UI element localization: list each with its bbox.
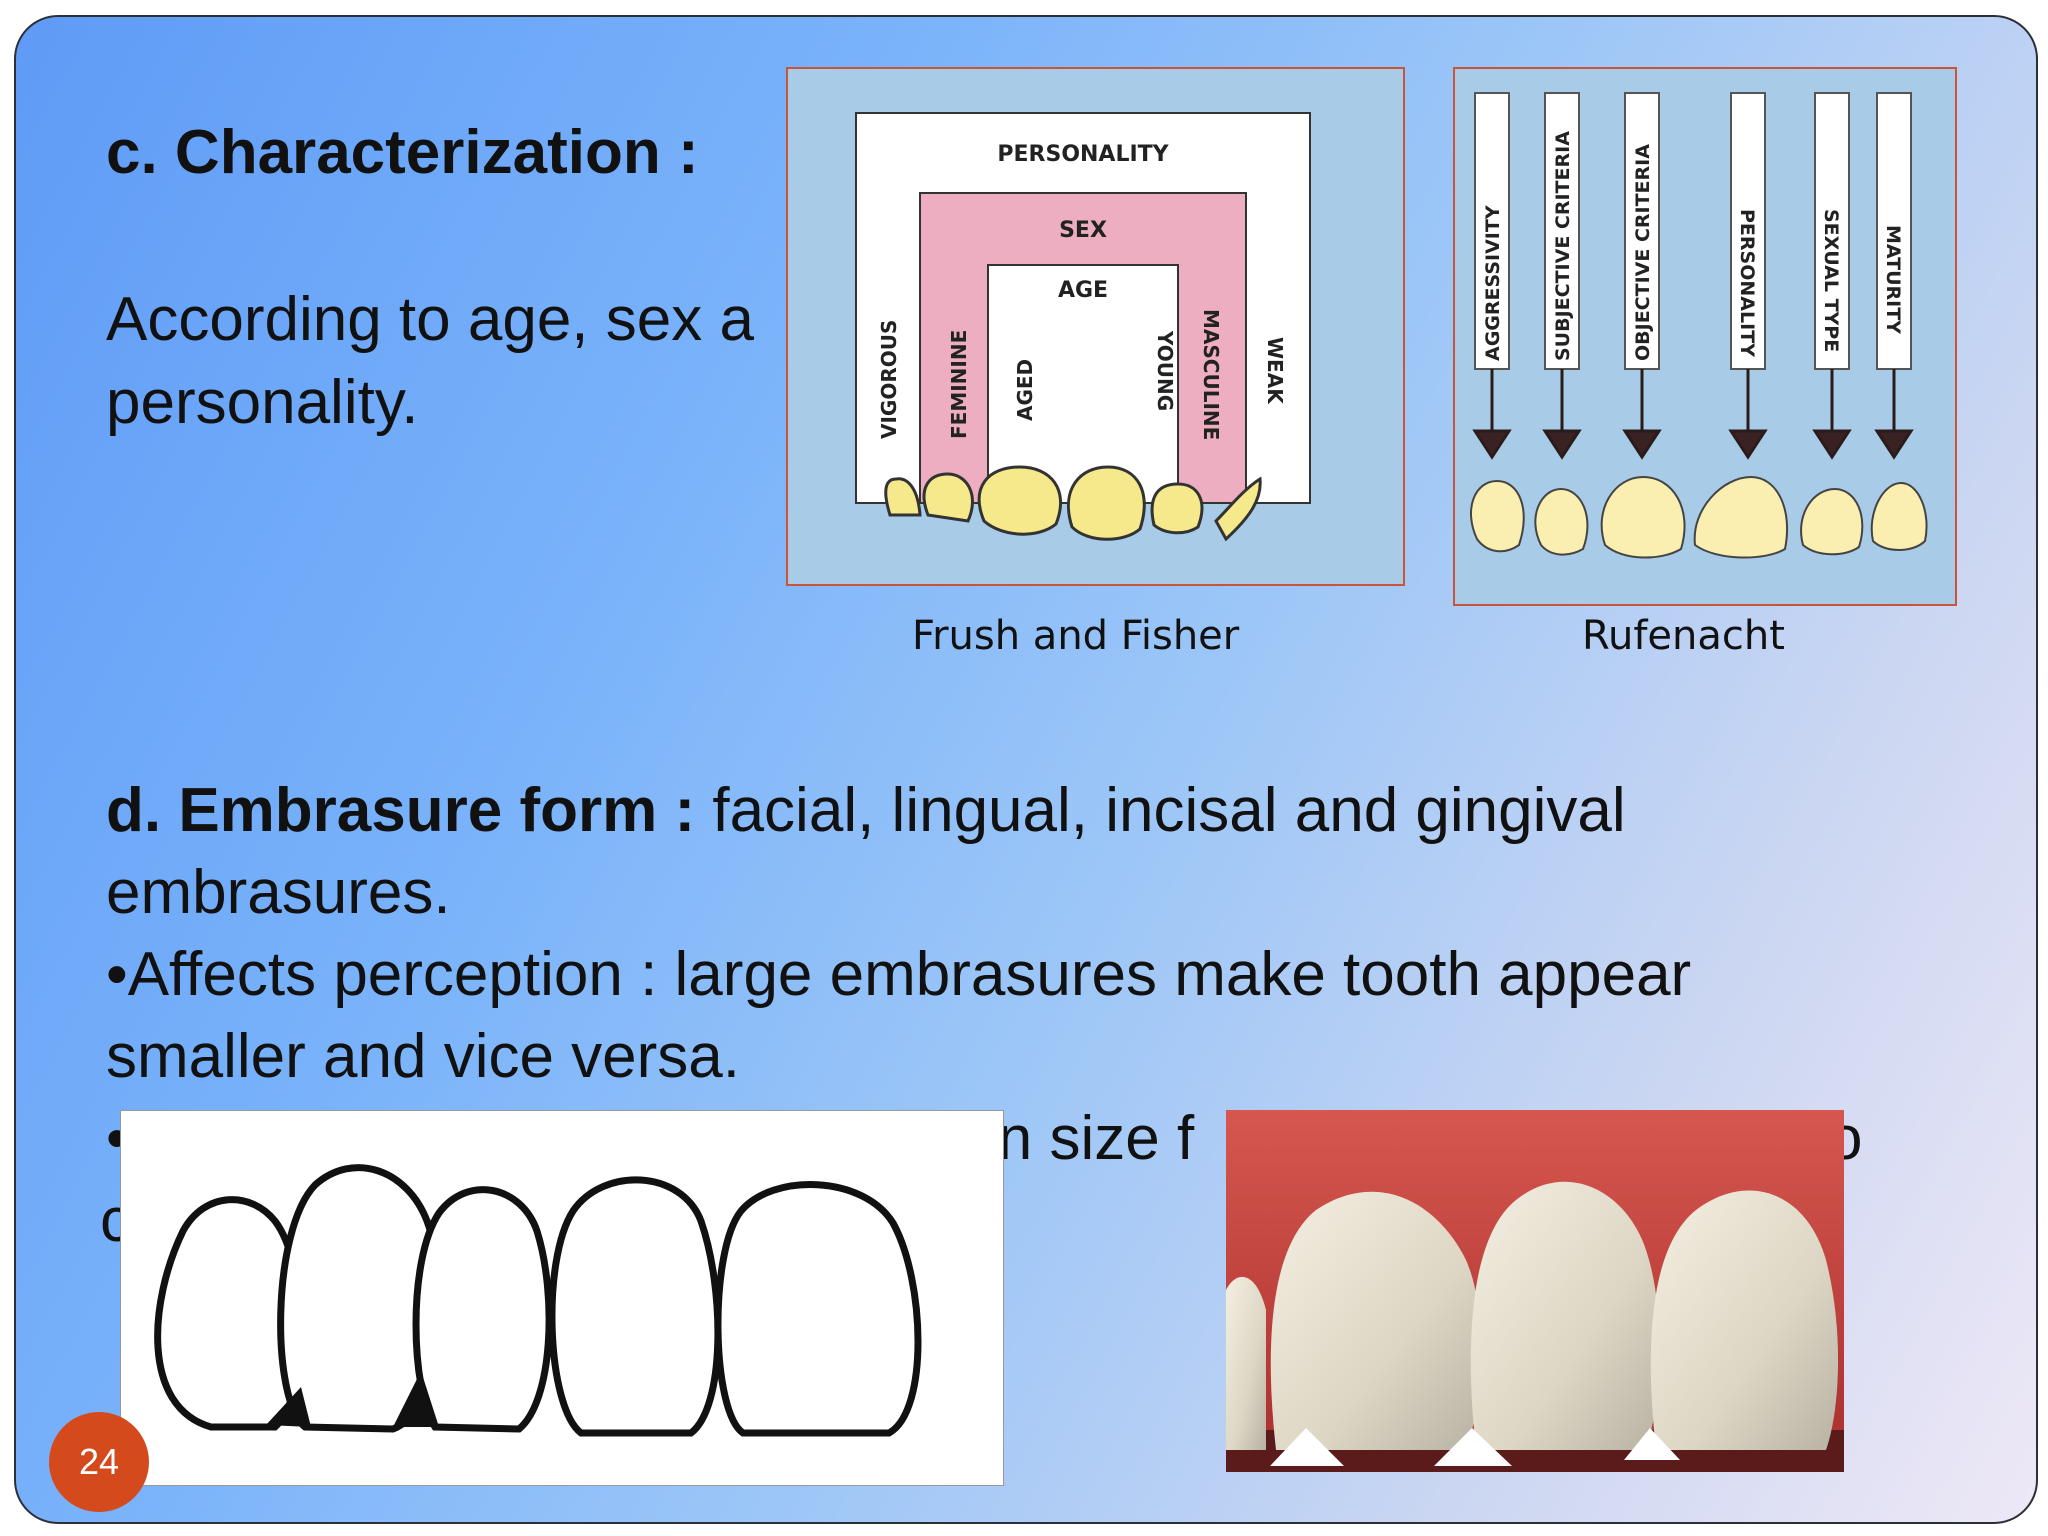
label-aged: AGED xyxy=(1013,359,1037,421)
label-masculine: MASCULINE xyxy=(1199,309,1223,440)
tooth-3 xyxy=(977,465,1063,536)
outline-tooth-4 xyxy=(548,1176,722,1437)
dark-embrasure-2 xyxy=(393,1371,439,1427)
label-maturity: MATURITY xyxy=(1882,225,1904,334)
dark-embrasure-1 xyxy=(266,1387,311,1427)
outline-tooth-3 xyxy=(412,1186,553,1433)
paragraph-characterization-line2: personality. xyxy=(106,368,419,437)
bullet-partial-text: in size f xyxy=(984,1104,1195,1173)
embrasure-marker-1 xyxy=(1270,1428,1344,1466)
photo-tooth-3 xyxy=(1650,1190,1839,1450)
tooth-6 xyxy=(1214,476,1262,542)
embrasure-outline-drawing xyxy=(120,1110,1004,1486)
photo-tooth-1 xyxy=(1270,1191,1482,1450)
tooth-1 xyxy=(884,477,922,517)
tooth-4 xyxy=(1066,465,1146,541)
heading-characterization: c. Characterization : xyxy=(106,118,699,187)
caption-frush-fisher: Frush and Fisher xyxy=(912,613,1240,659)
paragraph-embrasure-line2: embrasures. xyxy=(106,858,451,927)
embrasure-marker-3 xyxy=(1624,1428,1680,1460)
label-sexual-type: SEXUAL TYPE xyxy=(1820,209,1842,352)
photo-tooth-2 xyxy=(1470,1181,1660,1450)
frush-fisher-diagram: PERSONALITY SEX AGE VIGOROUS FEMININE AG… xyxy=(786,67,1405,586)
caption-rufenacht: Rufenacht xyxy=(1582,613,1785,659)
label-aggressivity: AGGRESSIVITY xyxy=(1482,205,1504,361)
label-vigorous: VIGOROUS xyxy=(877,320,901,439)
bullet-affects-perception-line1: •Affects perception : large embrasures m… xyxy=(106,940,1692,1009)
label-objective-criteria: OBJECTIVE CRITERIA xyxy=(1632,144,1654,361)
tooth-2 xyxy=(922,472,974,523)
embrasure-types-text: facial, lingual, incisal and gingival xyxy=(695,776,1626,845)
bullet-affects-perception-line2: smaller and vice versa. xyxy=(106,1022,741,1091)
label-age: AGE xyxy=(1058,278,1108,303)
label-personality: PERSONALITY xyxy=(997,142,1169,167)
heading-embrasure-form: d. Embrasure form : xyxy=(106,776,696,845)
page-number-badge: 24 xyxy=(49,1412,149,1512)
paragraph-embrasure-line1: d. Embrasure form : facial, lingual, inc… xyxy=(106,770,1626,852)
label-weak: WEAK xyxy=(1263,337,1287,405)
paragraph-characterization-line1: According to age, sex a xyxy=(106,285,754,354)
teeth-photo xyxy=(1226,1110,1844,1472)
slide: c. Characterization : According to age, … xyxy=(14,15,2038,1524)
label-sex: SEX xyxy=(1059,218,1107,243)
label-personality-right: PERSONALITY xyxy=(1736,209,1758,357)
tooth-5 xyxy=(1150,482,1204,535)
label-subjective-criteria: SUBJECTIVE CRITERIA xyxy=(1552,131,1574,361)
outline-tooth-5 xyxy=(714,1181,922,1437)
rufenacht-diagram: AGGRESSIVITY SUBJECTIVE CRITERIA OBJECTI… xyxy=(1453,67,1957,606)
embrasure-marker-2 xyxy=(1434,1428,1512,1466)
label-feminine: FEMININE xyxy=(947,330,971,439)
label-young: YOUNG xyxy=(1153,330,1177,411)
